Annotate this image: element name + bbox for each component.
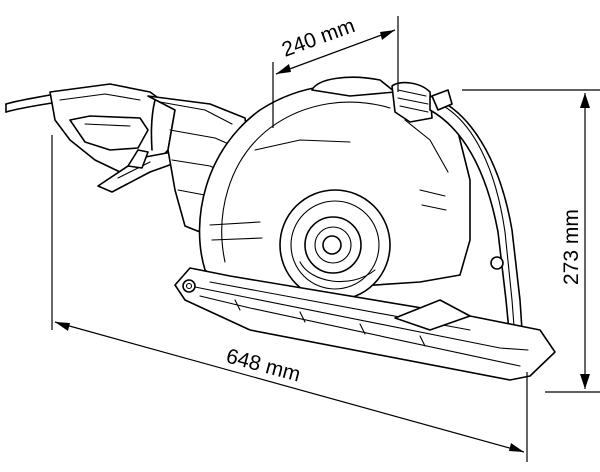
trigger [97, 149, 179, 193]
blade-guard [198, 76, 471, 291]
dimension-height [462, 89, 600, 393]
power-cord [5, 94, 53, 113]
height-label: 273 mm [560, 209, 583, 285]
blade-flange [279, 189, 391, 301]
base-plate [174, 267, 556, 381]
dimension-length [51, 135, 528, 462]
dimension-blade-depth [272, 16, 399, 128]
blade-depth-label: 240 mm [279, 14, 358, 62]
